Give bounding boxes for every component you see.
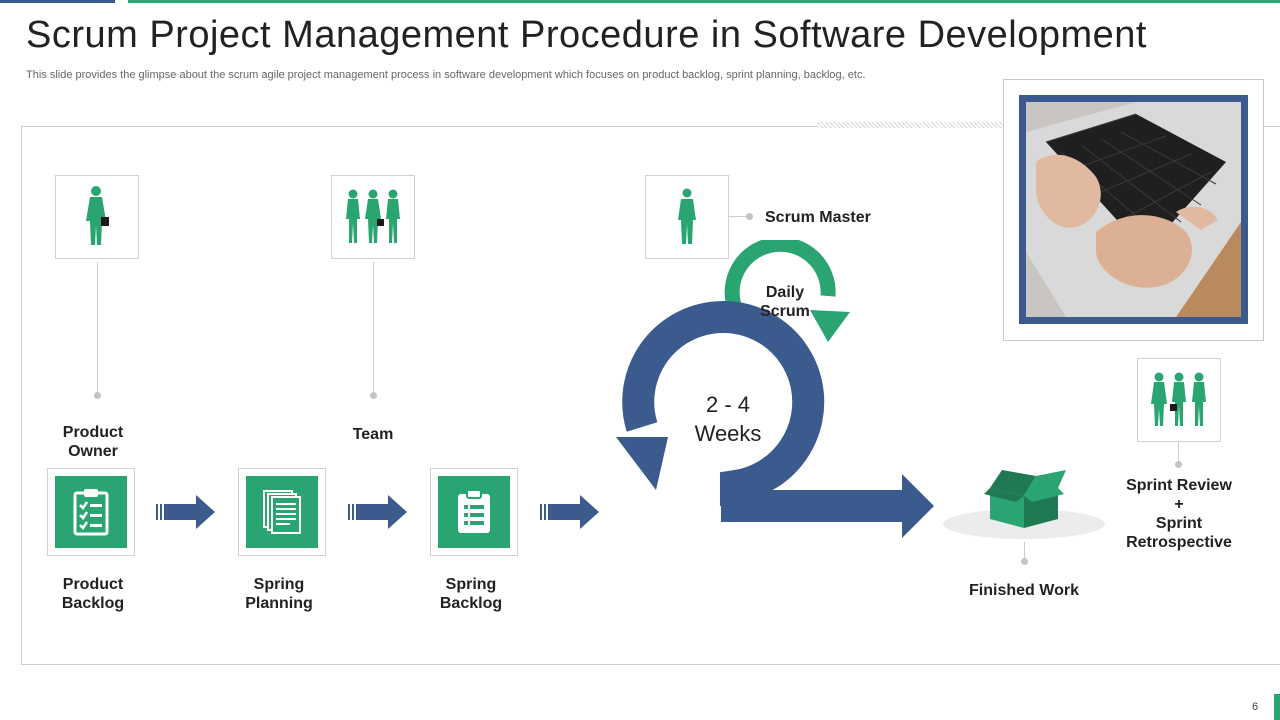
spring-backlog-icon-box [430,468,518,556]
daily-scrum-arrowhead [810,310,850,342]
sprint-review-dot [1175,461,1182,468]
clipboard-checklist-icon [73,489,109,536]
daily-scrum-loop [724,240,836,321]
page-title: Scrum Project Management Procedure in So… [26,14,1147,56]
laptop-typing-photo [1019,95,1248,324]
finished-work-arrow [721,474,934,538]
documents-icon [263,490,301,534]
arrow-right-icon [348,495,407,529]
product-owner-connector [97,262,98,394]
top-accent-blue [0,0,115,3]
team-icon-box [331,175,415,259]
team-dot [370,392,377,399]
scrum-master-icon-box [645,175,729,259]
arrow-right-icon [540,495,599,529]
spring-planning-label: Spring Planning [245,576,313,612]
sprint-review-label: Sprint Review + Sprint Retrospective [1126,477,1232,551]
finished-work-dot [1021,558,1028,565]
arrow-right-icon [156,495,215,529]
sprint-review-icon-box [1137,358,1221,442]
spring-backlog-label: Spring Backlog [439,576,503,612]
scrum-master-label: Scrum Master [765,209,871,226]
scrum-master-connector [729,216,749,217]
product-owner-dot [94,392,101,399]
finished-work-label: Finished Work [969,582,1079,599]
person-female-icon [86,186,109,245]
sprint-loop [622,300,825,506]
team-review-icon [1151,372,1206,426]
sprint-review-connector [1178,442,1179,462]
daily-scrum-label: Daily Scrum [760,284,810,320]
team-label: Team [352,426,394,443]
hatch-decoration [818,122,1002,128]
diagram-frame [21,126,1280,665]
open-box-icon [943,470,1105,539]
sprint-cycle-graphic [616,240,934,538]
person-male-icon [678,188,696,244]
product-owner-icon-box [55,175,139,259]
product-backlog-icon-box [47,468,135,556]
team-connector [373,262,374,394]
page-number: 6 [1252,701,1259,713]
page-subtitle: This slide provides the glimpse about th… [26,69,866,81]
finished-work-connector [1024,542,1025,560]
team-icon [346,189,400,243]
product-owner-label: Product Owner [62,424,124,460]
page-number-accent [1274,694,1280,720]
scrum-master-dot [746,213,753,220]
top-accent-green [128,0,1280,3]
clipboard-list-icon [458,489,490,533]
sprint-duration-label: 2 - 4 Weeks [694,392,762,446]
sprint-loop-arrowhead [616,437,668,490]
product-backlog-label: Product Backlog [61,576,125,612]
spring-planning-icon-box [238,468,326,556]
